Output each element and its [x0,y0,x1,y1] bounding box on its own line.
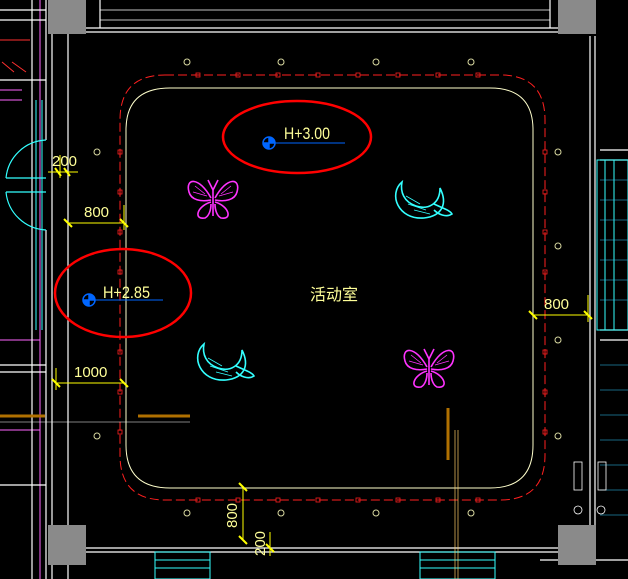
crescent-moon-decoration-icon [196,341,256,381]
elevation-marker-icon [262,136,345,150]
ceiling-outer-outline [119,74,546,501]
dimension-label: 200 [52,153,77,170]
column-bottom-right [558,525,596,565]
column-top-right [558,0,596,34]
column-bottom-left [48,525,86,565]
top-window [100,9,550,21]
ceiling-inner-outline [125,87,534,489]
dimension-label: 800 [544,296,569,313]
elevation-marker-icon [82,293,163,307]
left-red-marks [0,39,30,73]
left-partitions [0,0,41,579]
annotation-highlight-left [53,247,193,339]
fixture-symbols [573,461,607,515]
elevation-label-left: H+2.85 [103,283,150,302]
butterfly-decoration-icon [403,348,455,388]
dimension-label: 1000 [74,364,107,381]
crescent-moon-decoration-icon [394,179,454,219]
dimension-label: 800 [224,503,241,528]
light-strip-markers [117,72,548,503]
dimension-label: 200 [252,531,269,556]
butterfly-decoration-icon [187,179,239,219]
room-label: 活动室 [310,286,358,304]
beam-lines [0,408,450,460]
columns [48,0,596,565]
elevation-label-top: H+3.00 [284,124,330,143]
door-swing-icon [5,139,47,231]
column-top-left [48,0,86,34]
downlights [93,58,562,517]
dimension-label: 800 [84,204,109,221]
annotation-highlight-top [221,99,373,175]
dimension-lines [48,155,593,556]
windows [35,100,628,579]
